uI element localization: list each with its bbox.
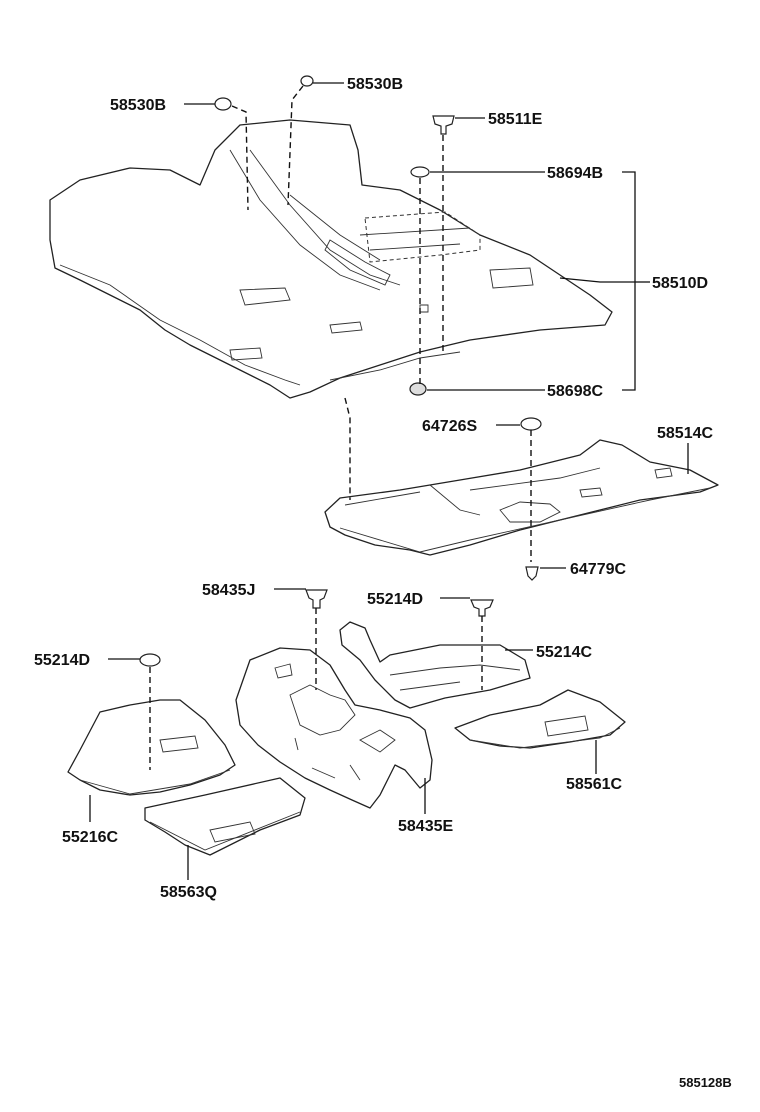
clip-58435J [305,589,328,609]
label-55214D-left: 55214D [34,652,90,669]
clip-58511E [432,115,455,135]
label-55216C: 55216C [62,829,118,846]
clip-58530B-top [300,75,314,87]
assembly-lines [149,85,532,770]
clip-55214D-right [470,599,494,617]
label-58694B: 58694B [547,165,603,182]
rear-floor-mat [454,689,626,749]
illustration-id: 585128B [679,1075,732,1090]
label-58563Q: 58563Q [160,884,217,901]
label-58530B-top: 58530B [347,76,403,93]
label-64726S: 64726S [422,418,477,435]
leader-lines [89,82,689,880]
clip-55214D-left [139,653,161,667]
clip-58698C [409,382,427,396]
clip-64726S [520,417,542,431]
center-floor-silencer [235,647,433,809]
floor-carpet-assembly [49,119,613,399]
label-58514C: 58514C [657,425,713,442]
clip-58694B [410,166,430,178]
label-58511E: 58511E [488,111,543,128]
clip-64779C [525,566,539,581]
label-58435J: 58435J [202,582,255,599]
fasteners [139,75,542,667]
label-58530B-left: 58530B [110,97,166,114]
clip-58530B-left [214,97,232,111]
label-58435E: 58435E [398,818,453,835]
front-floor-mat [144,777,306,856]
dash-silencer-panel [339,621,531,709]
part-labels: 58530B 58530B 58511E 58694B 58510D 58698… [34,76,732,1090]
label-58698C: 58698C [547,383,603,400]
label-58561C: 58561C [566,776,622,793]
label-55214D-right: 55214D [367,591,423,608]
label-58510D: 58510D [652,275,708,292]
side-dash-silencer [67,699,236,796]
label-55214C: 55214C [536,644,592,661]
rear-floor-carpet [324,439,719,556]
label-64779C: 64779C [570,561,626,578]
